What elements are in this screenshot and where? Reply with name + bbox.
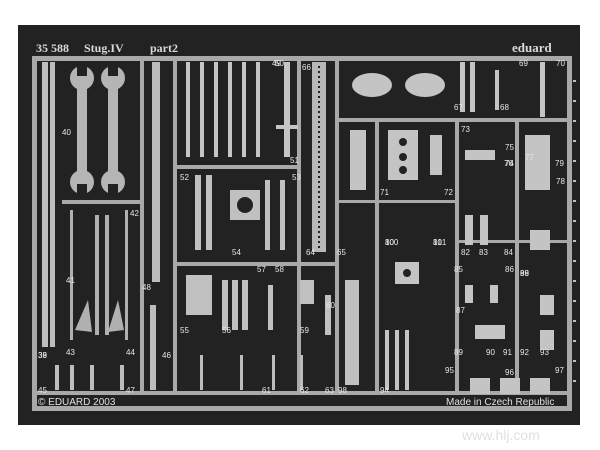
part-number-73: 73 xyxy=(461,125,470,134)
part-number-63: 63 xyxy=(325,386,334,395)
part-right-holes xyxy=(399,138,411,277)
part-number-60: 60 xyxy=(326,301,335,310)
part-number-70: 70 xyxy=(556,59,565,68)
part-number-88: 88 xyxy=(520,269,529,278)
part-number-42: 42 xyxy=(130,209,139,218)
part-number-45: 45 xyxy=(38,386,47,395)
kit-part: part2 xyxy=(150,41,178,55)
watermark: www.hlj.com xyxy=(461,427,540,443)
part-number-93: 93 xyxy=(540,348,549,357)
part-number-76: 76 xyxy=(504,159,513,168)
part-number-54: 54 xyxy=(232,248,241,257)
part-number-83: 83 xyxy=(479,248,488,257)
part-number-59: 59 xyxy=(300,326,309,335)
part-number-94: 94 xyxy=(380,386,389,395)
part-number-38: 38 xyxy=(38,351,47,360)
kit-number: 35 588 xyxy=(36,41,69,55)
part-number-90: 90 xyxy=(486,348,495,357)
part-number-48: 48 xyxy=(142,283,151,292)
part-number-78: 78 xyxy=(556,177,565,186)
part-number-81: 81 xyxy=(433,238,442,247)
part-right-area xyxy=(350,62,554,394)
brand-logo: eduard xyxy=(512,40,553,55)
part-number-41: 41 xyxy=(66,276,75,285)
part-number-72: 72 xyxy=(444,188,453,197)
part-number-65: 65 xyxy=(337,248,346,257)
part-number-87: 87 xyxy=(456,306,465,315)
part-dotted-strip xyxy=(312,62,326,252)
part-number-55: 55 xyxy=(180,326,189,335)
part-number-68: 68 xyxy=(500,103,509,112)
part-number-74: 74 xyxy=(505,159,514,168)
part-number-66: 66 xyxy=(302,63,311,72)
part-number-50: 50 xyxy=(275,59,284,68)
frame-ticks xyxy=(573,80,576,382)
part-number-56: 56 xyxy=(222,326,231,335)
part-number-62: 62 xyxy=(300,386,309,395)
part-lower-center xyxy=(186,275,359,385)
part-number-77: 77 xyxy=(525,153,534,162)
part-number-86: 86 xyxy=(505,265,514,274)
part-number-101: 101 xyxy=(433,238,447,247)
part-number-49: 49 xyxy=(272,59,281,68)
kit-title: Stug.IV xyxy=(84,41,124,55)
part-number-99: 99 xyxy=(520,269,529,278)
fret-frame xyxy=(32,56,572,411)
part-number-92: 92 xyxy=(520,348,529,357)
part-number-96: 96 xyxy=(505,368,514,377)
part-number-100: 100 xyxy=(385,238,399,247)
part-number-75: 75 xyxy=(505,143,514,152)
sprue-dividers xyxy=(62,60,567,392)
part-number-47: 47 xyxy=(126,386,135,395)
part-rods-top xyxy=(186,62,298,157)
part-number-67: 67 xyxy=(454,103,463,112)
part-number-85: 85 xyxy=(454,265,463,274)
part-number-69: 69 xyxy=(519,59,528,68)
part-number-40: 40 xyxy=(62,128,71,137)
part-number-79: 79 xyxy=(555,159,564,168)
part-number-89: 89 xyxy=(454,348,463,357)
part-number-84: 84 xyxy=(504,248,513,257)
part-number-64: 64 xyxy=(306,248,315,257)
part-number-97: 97 xyxy=(555,366,564,375)
part-number-58: 58 xyxy=(275,265,284,274)
part-number-39: 39 xyxy=(38,351,47,360)
part-number-46: 46 xyxy=(162,351,171,360)
part-bottom-row xyxy=(55,305,303,390)
part-number-53: 53 xyxy=(292,173,301,182)
part-number-82: 82 xyxy=(461,248,470,257)
part-lower-left xyxy=(70,210,128,340)
part-long-strips xyxy=(42,62,160,347)
part-number-80: 80 xyxy=(385,238,394,247)
part-number-98: 98 xyxy=(338,386,347,395)
part-track-tools xyxy=(195,175,285,250)
made-in-text: Made in Czech Republic xyxy=(446,397,554,408)
part-number-57: 57 xyxy=(257,265,266,274)
part-wrenches xyxy=(70,66,125,194)
part-number-95: 95 xyxy=(445,366,454,375)
part-number-71: 71 xyxy=(380,188,389,197)
part-number-91: 91 xyxy=(503,348,512,357)
part-number-51: 51 xyxy=(290,156,299,165)
part-number-43: 43 xyxy=(66,348,75,357)
part-number-61: 61 xyxy=(262,386,271,395)
copyright-text: © EDUARD 2003 xyxy=(38,397,116,408)
part-number-44: 44 xyxy=(126,348,135,357)
part-number-52: 52 xyxy=(180,173,189,182)
